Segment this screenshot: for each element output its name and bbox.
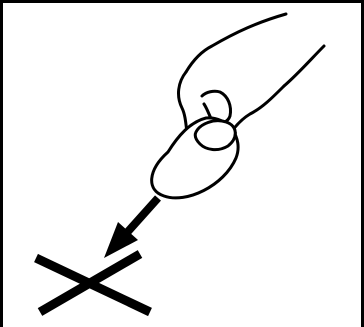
x-mark-icon	[36, 254, 150, 312]
egg-icon	[152, 118, 238, 198]
arrow-down-left-icon	[104, 198, 158, 258]
